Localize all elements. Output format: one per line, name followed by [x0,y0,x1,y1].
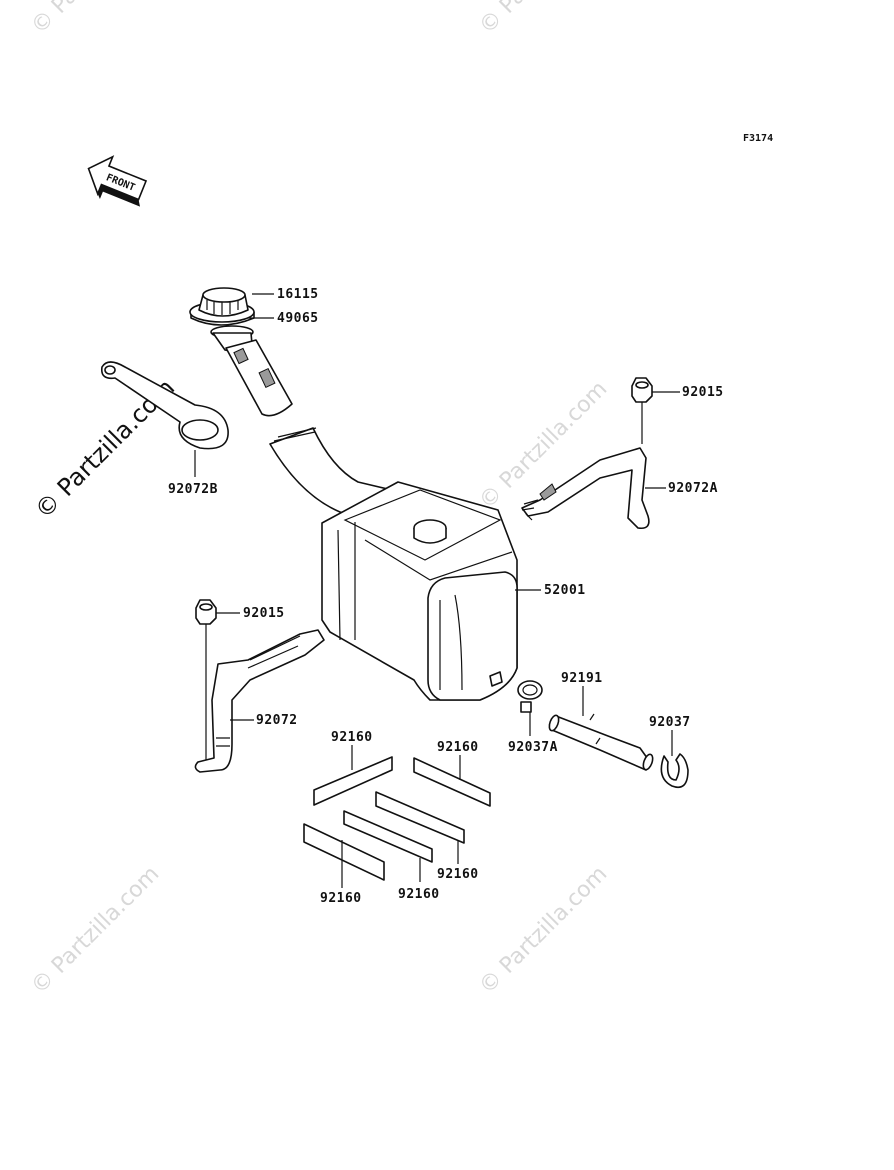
callout-92037a: 92037A [508,740,558,755]
callout-92160-1: 92160 [331,730,373,745]
pad-5 [303,823,385,881]
callout-92160-2: 92160 [437,740,479,755]
filter-mesh [233,347,249,365]
callout-92160-3: 92160 [437,867,479,882]
callout-92191: 92191 [561,671,603,686]
callout-92160-5: 92160 [320,891,362,906]
callout-92072: 92072 [256,713,298,728]
callout-92160-4: 92160 [398,887,440,902]
hose [548,713,654,771]
callout-49065: 49065 [277,311,319,326]
watermark: © Partzilla.com [475,862,613,1000]
pad-2 [413,757,491,807]
watermark: © Partzilla.com [27,0,165,39]
tank-strap-b [100,361,229,450]
callout-92015-left: 92015 [243,606,285,621]
bracket-left [194,629,325,773]
watermark: © Partzilla.com [27,862,165,1000]
hose-clamp-a [517,680,543,713]
fuel-cap [189,287,255,326]
bracket-right [521,447,650,530]
pad-4 [343,810,433,863]
pads [303,756,491,881]
callout-92015-right: 92015 [682,385,724,400]
callout-92037: 92037 [649,715,691,730]
nut-left [195,599,217,625]
oil-tank [269,427,518,701]
watermark: © Partzilla.com [475,0,613,39]
pad-3 [375,791,465,844]
figure-code: F3174 [743,133,773,144]
nut-right [631,377,653,403]
callout-16115: 16115 [277,287,319,302]
callout-52001: 52001 [544,583,586,598]
pad-1 [313,756,393,806]
callout-92072b: 92072B [168,482,218,497]
callout-92072a: 92072A [668,481,718,496]
fuel-strainer [210,325,293,417]
front-arrow-icon: FRONT [87,155,148,207]
filter-mesh [258,367,276,389]
hose-clamp [660,753,689,789]
